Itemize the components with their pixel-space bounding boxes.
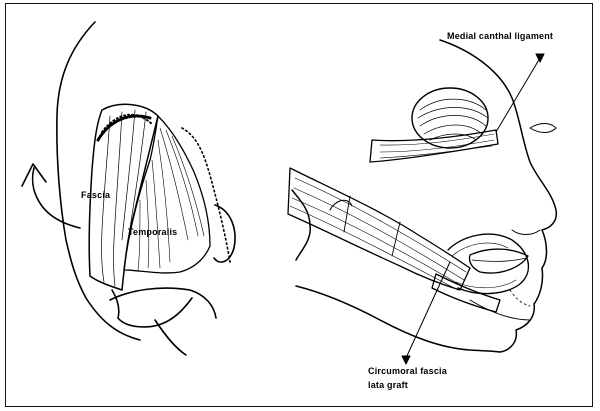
label-fascia: Fascia xyxy=(81,190,110,201)
head-outline xyxy=(57,22,140,340)
jaw-contour xyxy=(110,288,216,318)
graft-main-band xyxy=(288,168,470,290)
temporalis-muscle xyxy=(124,116,210,273)
cheek-contour xyxy=(292,190,310,260)
canthal-leader-line xyxy=(496,58,540,132)
label-temporalis: Temporalis xyxy=(128,227,177,238)
temporalis-outline xyxy=(124,116,210,273)
right-face-drawing xyxy=(292,40,556,352)
label-lata-graft: lata graft xyxy=(368,380,408,391)
circumoral-leader-line xyxy=(406,262,450,358)
scalp-contour xyxy=(182,128,230,262)
jaw-line xyxy=(296,286,500,352)
left-head-drawing xyxy=(57,22,235,355)
mandible-outline xyxy=(112,290,192,327)
contralateral-eye xyxy=(530,124,556,133)
flap-direction-arrow xyxy=(22,164,80,228)
label-circumoral-fascia: Circumoral fascia xyxy=(368,366,447,377)
leader-lines xyxy=(402,54,544,364)
label-medial-canthal-ligament: Medial canthal ligament xyxy=(447,31,553,42)
fascia-lata-graft xyxy=(288,130,528,312)
